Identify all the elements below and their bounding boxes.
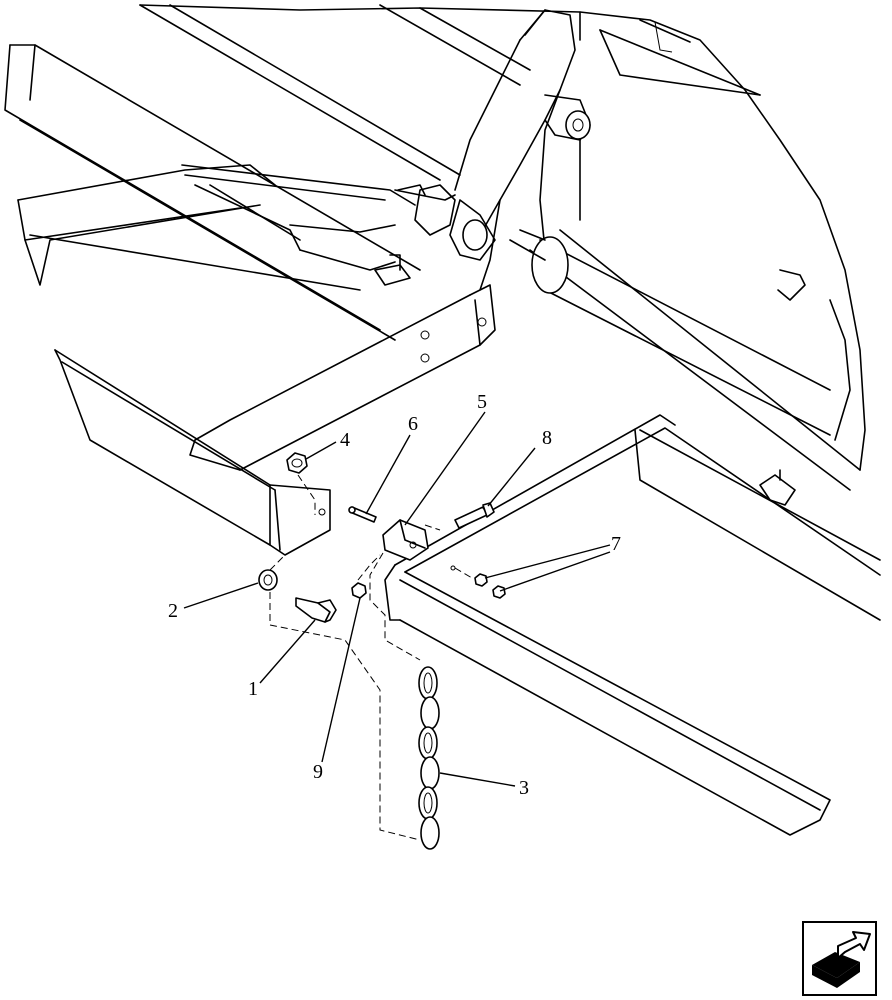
mount-bracket-plate [189,184,496,471]
callout-7: 7 [611,533,621,555]
part-2-washer [258,554,286,591]
callout-8: 8 [542,427,552,449]
page-turn-arrow-icon[interactable] [802,921,877,996]
callout-3: 3 [519,777,529,799]
part-5-clevis [369,519,429,661]
part-6-pin [348,506,377,523]
callout-6: 6 [408,413,418,435]
left-upper-beam [4,44,421,341]
callout-5: 5 [477,391,487,413]
part-1-bolt [269,592,421,841]
part-3-chain [418,666,440,850]
pivot-arm [414,9,591,291]
left-lower-beam [54,349,331,556]
callout-labels: 1 2 3 4 5 6 7 8 9 [168,391,621,799]
linkage-rods [181,164,456,271]
callout-2: 2 [168,600,178,622]
callout-4: 4 [340,429,350,451]
part-9-nut [351,554,381,599]
callout-9: 9 [313,761,323,783]
right-lower-frame [384,414,881,836]
part-7-nuts [450,565,506,599]
part-8-bolt [424,502,495,531]
callout-1: 1 [248,678,258,700]
hydraulic-cylinder [509,229,851,441]
mower-deck-frame [139,4,866,491]
leader-lines [183,411,611,787]
part-4-hex-nut [286,452,316,515]
